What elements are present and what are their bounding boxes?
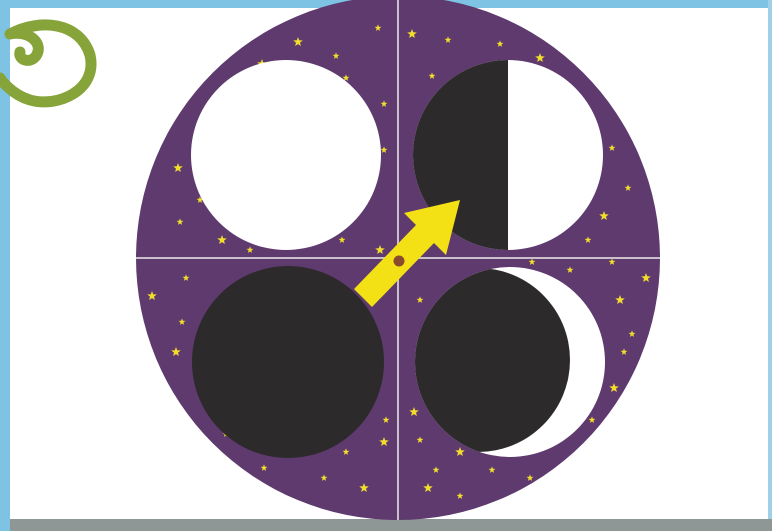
- full-moon-disc: [191, 60, 381, 250]
- arrow-pivot-dot: [394, 256, 405, 267]
- new-moon-disc: [192, 266, 384, 458]
- swirl-icon: [0, 25, 91, 102]
- full-moon: [191, 60, 381, 250]
- new-moon: [192, 266, 384, 458]
